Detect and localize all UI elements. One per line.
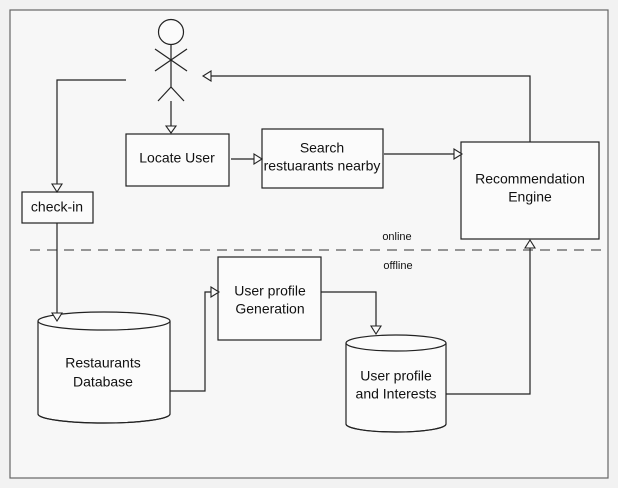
- restaurants-database: [37, 311, 171, 424]
- user-profile-generation-label-line-1: User profile: [234, 283, 306, 299]
- arrow-to-locate-user-icon: [164, 125, 178, 134]
- user-profile-interests-label-line-2: and Interests: [356, 386, 437, 402]
- user-profile-generation-box: [217, 256, 322, 341]
- user-profile-generation-label-line-2: Generation: [235, 301, 304, 317]
- user-profile-interests-database: [345, 334, 447, 433]
- arrow-to-user-interests-icon: [370, 325, 382, 336]
- offline-zone-label: offline: [383, 260, 412, 272]
- arrow-to-profile-generation-icon: [210, 286, 221, 298]
- locate-user-label: Locate User: [139, 150, 215, 166]
- arrow-to-engine-from-interests-icon: [524, 238, 536, 249]
- recommendation-engine-box: [460, 141, 600, 240]
- recommendation-engine-label-line-2: Engine: [508, 189, 552, 205]
- search-restaurants-label-line-1: Search: [300, 140, 344, 156]
- arrow-to-database-icon: [51, 312, 63, 323]
- checkin-label: check-in: [31, 199, 83, 215]
- restaurants-database-label-line-2: Database: [73, 374, 133, 390]
- actor-icon: [154, 18, 188, 102]
- arrow-to-user-icon: [201, 70, 212, 82]
- restaurants-database-label-line-1: Restaurants: [65, 355, 140, 371]
- arrow-to-recommendation-icon: [453, 148, 464, 160]
- connector-lines: [56, 75, 531, 395]
- arrow-to-checkin-icon: [51, 183, 63, 194]
- online-zone-label: online: [382, 231, 411, 243]
- arrowheads: [51, 70, 536, 336]
- recommendation-engine-label-line-1: Recommendation: [475, 171, 585, 187]
- locate-user-box: [125, 133, 230, 187]
- user-profile-interests-label-line-1: User profile: [360, 368, 432, 384]
- search-restaurants-label-line-2: restuarants nearby: [264, 158, 381, 174]
- checkin-box: [21, 191, 94, 224]
- arrow-to-search-icon: [253, 153, 264, 165]
